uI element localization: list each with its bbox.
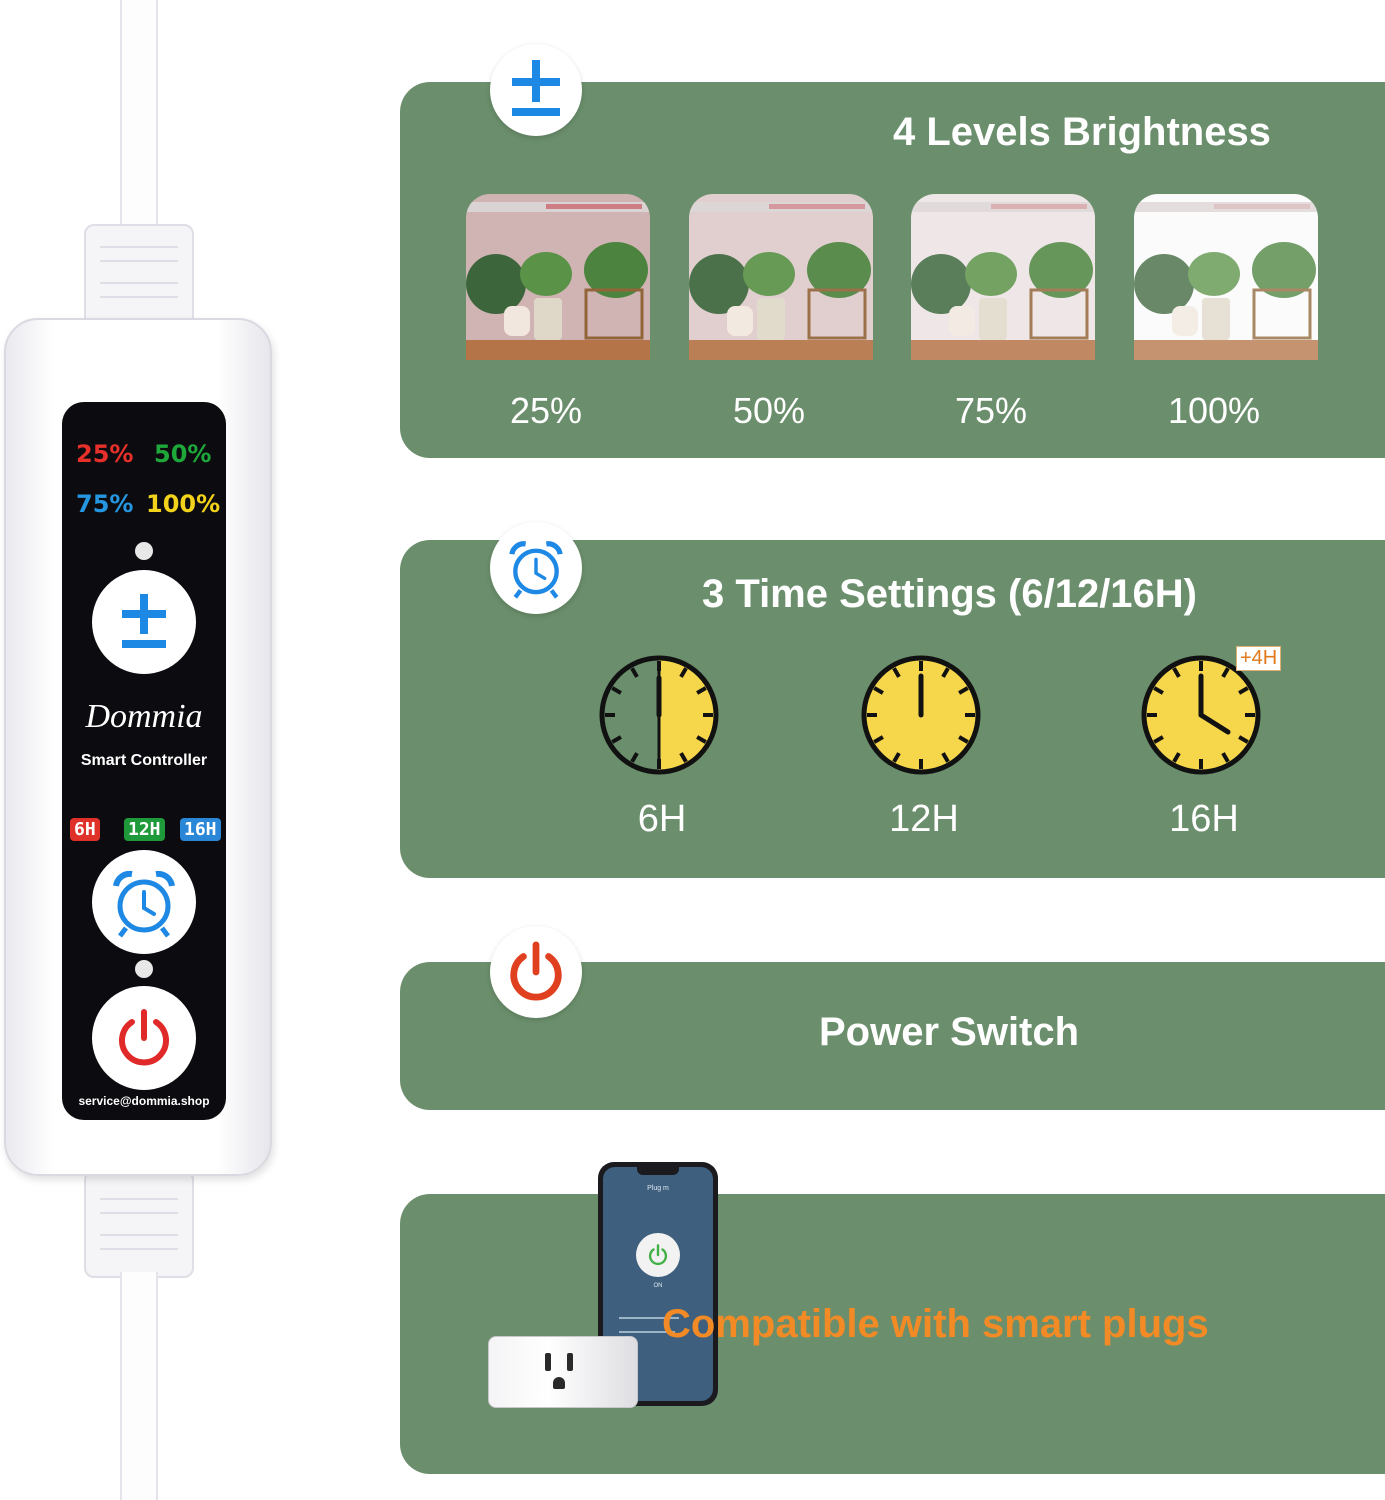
brightness-title: 4 Levels Brightness [893,110,1271,154]
brightness-label-100: 100% [1167,390,1261,431]
brightness-button[interactable] [92,570,196,674]
phone-menu-line [619,1317,679,1319]
strain-relief-top [84,224,194,328]
timer-indicator-dot [135,960,153,978]
power-icon [119,1009,169,1066]
time-label-16h: 16H [1169,798,1239,840]
extra-hours-badge: +4H [1236,646,1282,671]
timer-button[interactable] [92,850,196,954]
time-label-12h: 12H [889,798,959,840]
brightness-label-50: 50% [732,390,806,431]
brightness-preview-50 [689,194,873,360]
controller-level-25: 25% [76,440,134,468]
controller-level-50: 50% [154,440,212,468]
smart-controller: 25% 50% 75% 100% Dommia Smart Controller… [4,318,272,1176]
timer-tag-16h: 16H [180,818,221,841]
phone-header: Plug m [647,1185,669,1192]
outlet-face [531,1345,587,1399]
support-email: service@dommia.shop [78,1094,210,1108]
controller-panel: 25% 50% 75% 100% Dommia Smart Controller… [62,402,226,1120]
power-icon [648,1244,668,1266]
clock-12h-icon [861,655,981,775]
brand-name: Dommia [85,698,203,735]
brightness-preview-75 [911,194,1095,360]
strain-relief-bottom [84,1170,194,1278]
timer-badge [490,522,582,614]
timer-tag-12h: 12H [124,818,165,841]
alarm-clock-icon [113,870,175,938]
phone-state: ON [653,1283,663,1289]
clock-6h-icon [599,655,719,775]
power-icon [510,941,562,1001]
brightness-label-75: 75% [954,390,1028,431]
brightness-card: 4 Levels Brightness 25% 50% 75% 100% [400,82,1385,458]
smart-plug-title: Compatible with smart plugs [662,1302,1209,1346]
controller-level-75: 75% [76,490,134,518]
time-title: 3 Time Settings (6/12/16H) [702,572,1197,616]
plus-minus-icon [512,60,560,116]
smart-plug-card: Plug m ON Compatible with smart plugs [400,1162,1385,1474]
smart-plug [488,1336,638,1408]
phone-notch [637,1167,679,1175]
brightness-preview-25 [466,194,650,360]
brightness-preview-100 [1134,194,1318,360]
phone-menu-line [619,1331,675,1333]
brightness-badge [490,44,582,136]
cable-bottom [120,1272,158,1500]
alarm-clock-icon [509,541,563,599]
power-title: Power Switch [819,1010,1080,1054]
controller-level-100: 100% [146,490,221,518]
brightness-indicator-dot [135,542,153,560]
time-label-6h: 6H [637,798,687,840]
brightness-label-25: 25% [509,390,583,431]
power-card: Power Switch [400,962,1385,1110]
power-button[interactable] [92,986,196,1090]
phone-power-button [636,1233,680,1277]
brand-subtitle: Smart Controller [80,752,208,769]
timer-tag-6h: 6H [70,818,100,841]
cable-top [120,0,158,230]
plus-minus-icon [122,594,166,648]
power-badge [490,926,582,1018]
clock-16h-icon [1141,655,1261,775]
